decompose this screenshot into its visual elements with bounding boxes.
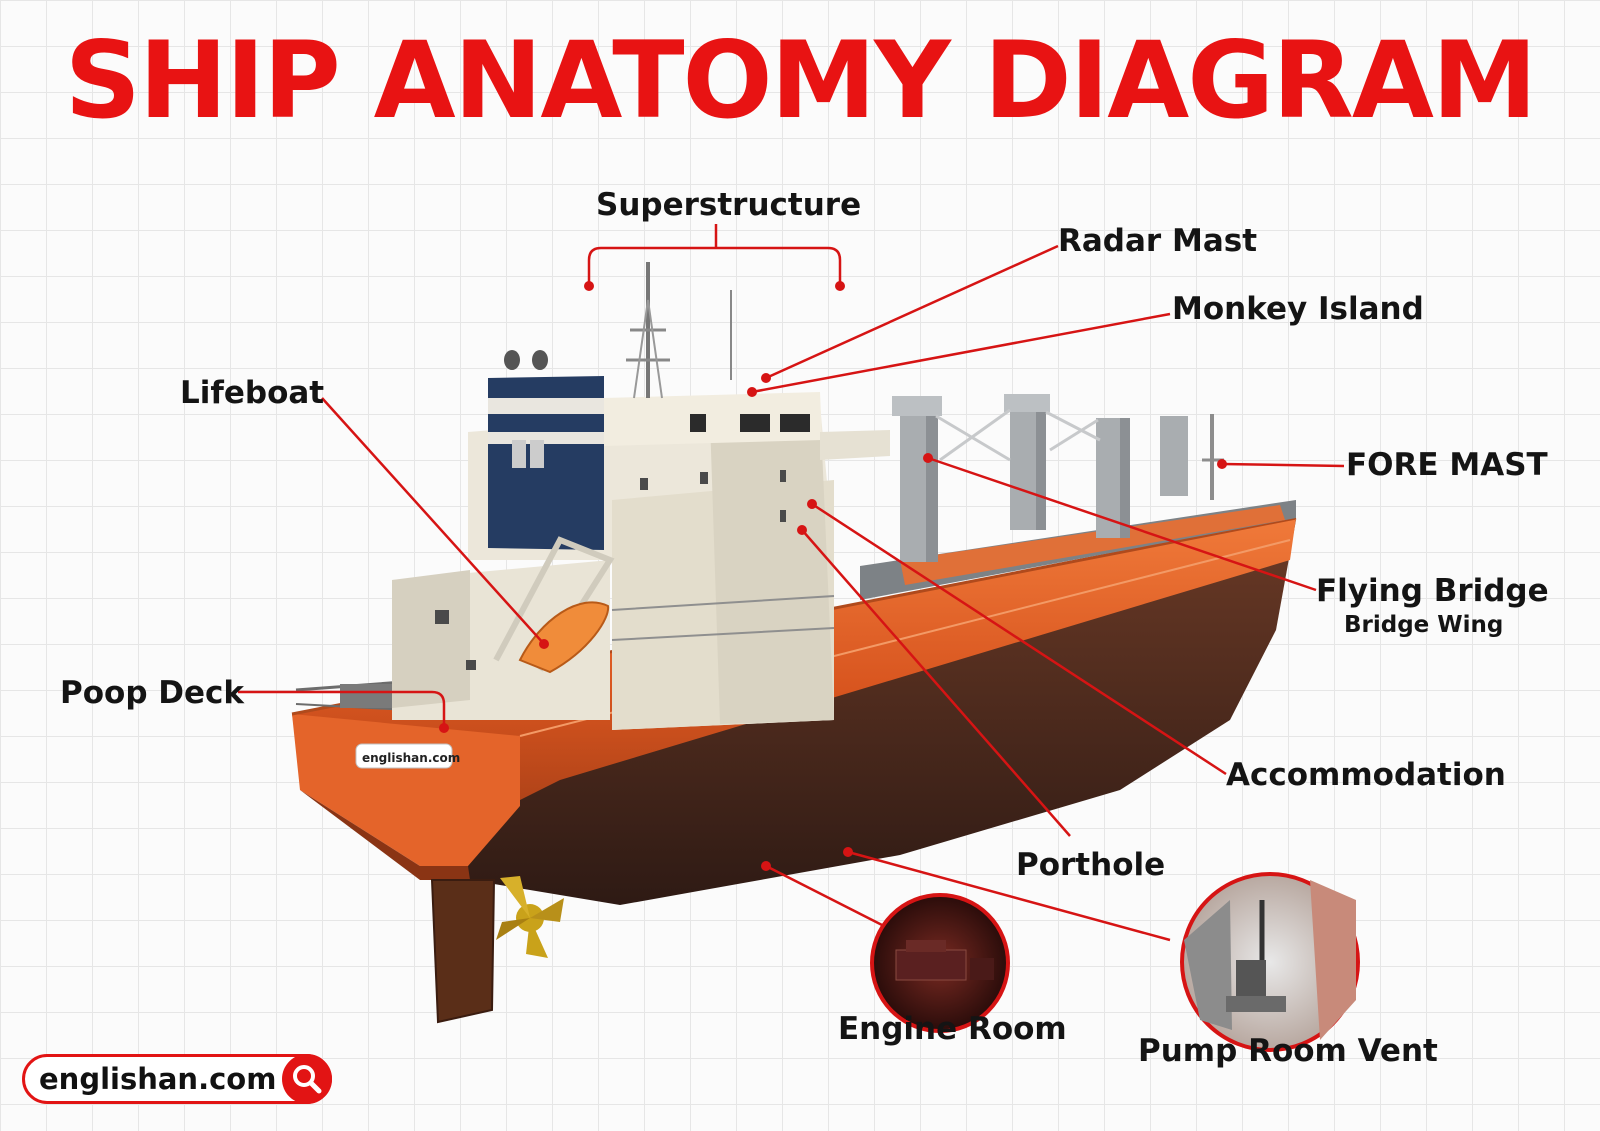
crane-1 [892, 396, 942, 562]
engine-room-inset [870, 893, 1010, 1033]
poop-deck-leader [238, 690, 446, 728]
lifeboat-leader [321, 397, 545, 645]
engine-room-leader [765, 864, 885, 928]
label-monkey-island: Monkey Island [1172, 291, 1424, 327]
label-poop-deck: Poop Deck [60, 675, 245, 711]
search-icon[interactable] [282, 1054, 332, 1104]
label-lifeboat: Lifeboat [180, 375, 325, 411]
flying-bridge-leader [927, 456, 1317, 592]
radar-mast-dot [761, 373, 771, 383]
label-fore-mast: FORE MAST [1346, 447, 1548, 483]
label-radar-mast: Radar Mast [1058, 223, 1258, 259]
porthole-dot [797, 525, 807, 535]
propeller [496, 876, 564, 958]
poop-deck-dot [439, 723, 449, 733]
bridge-wing [820, 430, 890, 460]
pump-room-vent-dot [843, 847, 853, 857]
accommodation-leader [811, 502, 1227, 776]
pump-room-vent-inset [1180, 872, 1360, 1052]
stern-watermark: englishan.com [362, 751, 460, 765]
fore-mast-dot [1217, 459, 1227, 469]
label-engine-room: Engine Room [838, 1011, 1067, 1047]
bridge [604, 392, 822, 446]
accommodation-dot [807, 499, 817, 509]
leader-lines [238, 224, 1345, 942]
radar-mast-leader [765, 244, 1059, 380]
lifeboat [518, 601, 610, 674]
crane-4 [1160, 416, 1188, 496]
monkey-island-dot [747, 387, 757, 397]
flying-bridge-dot [923, 453, 933, 463]
superstructure-dot-left [584, 281, 594, 291]
label-superstructure: Superstructure [596, 187, 862, 223]
brand-text: englishan.com [39, 1062, 277, 1096]
lifeboat-dot [539, 639, 549, 649]
engine-room-dot [761, 861, 771, 871]
rudder [430, 879, 496, 1024]
page-title: SHIP ANATOMY DIAGRAM [64, 19, 1538, 142]
leader-dots [439, 281, 1227, 871]
porthole-leader [801, 529, 1071, 837]
fore-mast-leader [1221, 462, 1345, 468]
label-pump-room-vent: Pump Room Vent [1138, 1033, 1438, 1069]
superstructure-bracket [587, 246, 842, 286]
label-accommodation: Accommodation [1226, 757, 1506, 793]
label-porthole: Porthole [1016, 847, 1166, 883]
crane-2 [1004, 394, 1050, 530]
superstructure-dot-right [835, 281, 845, 291]
ship-illustration: englishan.com [291, 262, 1297, 1024]
label-bridge-wing: Bridge Wing [1344, 612, 1504, 638]
label-flying-bridge: Flying Bridge [1316, 573, 1549, 609]
monkey-island-leader [751, 312, 1171, 394]
stern-transom [292, 714, 520, 866]
brand-badge[interactable]: englishan.com [22, 1054, 332, 1104]
pump-room-vent-leader [847, 850, 1171, 942]
funnel [488, 376, 604, 550]
